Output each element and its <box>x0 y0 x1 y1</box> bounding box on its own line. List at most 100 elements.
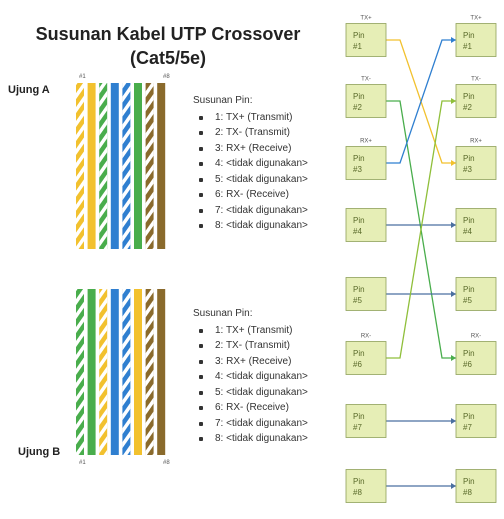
end-b-marker-first: #1 <box>79 460 86 466</box>
left-pin-tag: RX- <box>361 334 371 340</box>
left-pin-label: Pin <box>353 349 365 358</box>
pinlist-b-item: 5: <tidak digunakan> <box>193 385 308 401</box>
pinlist-a-item: 6: RX- (Receive) <box>193 187 308 203</box>
left-pin-number: #1 <box>353 42 362 51</box>
right-pin-label: Pin <box>463 477 475 486</box>
left-pin-number: #3 <box>353 165 362 174</box>
pinlist-b-item: 8: <tidak digunakan> <box>193 431 308 447</box>
pinlist-a-item: 3: RX+ (Receive) <box>193 141 308 157</box>
right-pin-box: Pin #2 TX- <box>455 77 497 118</box>
right-pin-box: Pin#7 <box>455 404 497 438</box>
right-pin-number: #4 <box>463 227 472 236</box>
pinlist-a-heading: Susunan Pin: <box>193 95 253 106</box>
end-a-wire-3 <box>99 83 108 249</box>
end-b-wire-3 <box>99 289 108 455</box>
left-pin-box: Pin #5 <box>345 277 387 311</box>
end-a-wire-8 <box>157 83 166 249</box>
right-pin-number: #3 <box>463 165 472 174</box>
left-pin-box: Pin#1TX+ <box>345 16 387 57</box>
right-pin-tag: TX- <box>471 77 481 83</box>
pinlist-b-item: 2: TX- (Transmit) <box>193 338 308 354</box>
title-line-1: Susunan Kabel UTP Crossover <box>35 24 301 44</box>
end-a-wire-7 <box>145 83 154 249</box>
end-b-wire-4 <box>110 289 119 455</box>
right-pin-box: Pin #3 RX+ <box>455 139 497 180</box>
left-pin-number: #5 <box>353 296 362 305</box>
connection-line <box>386 222 456 228</box>
end-a-marker-first: #1 <box>79 74 86 80</box>
left-pin-number: #7 <box>353 423 362 432</box>
right-pin-label: Pin <box>463 154 475 163</box>
pinlist-a-item: 4: <tidak digunakan> <box>193 156 308 172</box>
end-a-wire-5 <box>122 83 131 249</box>
pinlist-a-items: 1: TX+ (Transmit) 2: TX- (Transmit) 3: R… <box>193 110 308 234</box>
left-pin-number: #2 <box>353 103 362 112</box>
connection-line <box>386 291 456 297</box>
left-pin-number: #6 <box>353 360 362 369</box>
end-b-wire-5 <box>122 289 131 455</box>
end-a-marker-last: #8 <box>163 74 170 80</box>
pinlist-b-item: 4: <tidak digunakan> <box>193 369 308 385</box>
pinlist-a-item: 1: TX+ (Transmit) <box>193 110 308 126</box>
left-pin-box: Pin #2 TX- <box>345 77 387 118</box>
end-b-wire-7 <box>145 289 154 455</box>
left-pin-label: Pin <box>353 412 365 421</box>
right-pin-box: Pin #8 <box>455 469 497 503</box>
connection-line <box>386 98 456 359</box>
pinlist-b-items: 1: TX+ (Transmit) 2: TX- (Transmit) 3: R… <box>193 323 308 447</box>
pinlist-a-item: 7: <tidak digunakan> <box>193 203 308 219</box>
left-pin-number: #8 <box>353 488 362 497</box>
right-pin-box: Pin #5 <box>455 277 497 311</box>
pinlist-b-item: 3: RX+ (Receive) <box>193 354 308 370</box>
right-pin-tag: RX+ <box>470 139 482 145</box>
right-pin-label: Pin <box>463 92 475 101</box>
right-pin-label: Pin <box>463 285 475 294</box>
right-pin-box: Pin #4 <box>455 208 497 242</box>
left-pin-number: #4 <box>353 227 362 236</box>
right-pin-box: Pin#1TX+ <box>455 16 497 57</box>
left-pin-label: Pin <box>353 477 365 486</box>
right-pin-number: #8 <box>463 488 472 497</box>
right-pin-tag: RX- <box>471 334 481 340</box>
end-a-wire-2 <box>87 83 96 249</box>
left-pin-box: Pin #8 <box>345 469 387 503</box>
left-pin-box: Pin #7 <box>345 404 387 438</box>
left-pin-label: Pin <box>353 216 365 225</box>
end-a-wire-4 <box>110 83 119 249</box>
end-a-wire-6 <box>134 83 142 249</box>
right-pin-number: #6 <box>463 360 472 369</box>
right-pin-number: #5 <box>463 296 472 305</box>
pinlist-a-item: 8: <tidak digunakan> <box>193 218 308 234</box>
end-b-marker-last: #8 <box>163 460 170 466</box>
left-pin-label: Pin <box>353 92 365 101</box>
right-pin-number: #2 <box>463 103 472 112</box>
end-a-wires <box>76 83 166 249</box>
diagram-title: Susunan Kabel UTP Crossover (Cat5/5e) <box>18 22 318 70</box>
right-pin-label: Pin <box>463 216 475 225</box>
end-a-label: Ujung A <box>8 84 50 96</box>
left-pin-tag: TX+ <box>360 16 372 22</box>
right-pin-tag: TX+ <box>470 16 482 22</box>
pinlist-b-item: 1: TX+ (Transmit) <box>193 323 308 339</box>
left-pin-box: Pin #4 <box>345 208 387 242</box>
right-pin-box: Pin#6RX- <box>455 334 497 375</box>
left-pin-label: Pin <box>353 285 365 294</box>
title-line-2: (Cat5/5e) <box>129 48 207 68</box>
end-b-wire-6 <box>134 289 142 455</box>
left-pin-box: Pin #6 RX- <box>345 334 387 375</box>
left-pin-tag: RX+ <box>360 139 372 145</box>
end-a-wire-1 <box>76 83 84 249</box>
end-b-wires <box>76 289 166 455</box>
pinlist-b-item: 6: RX- (Receive) <box>193 400 308 416</box>
left-pin-label: Pin <box>353 154 365 163</box>
pinlist-a-item: 2: TX- (Transmit) <box>193 125 308 141</box>
pinlist-b-heading: Susunan Pin: <box>193 308 253 319</box>
right-pin-label: Pin <box>463 31 475 40</box>
left-pin-box: Pin #3 RX+ <box>345 139 387 180</box>
end-b-label: Ujung B <box>18 446 61 458</box>
end-b-wire-1 <box>76 289 84 455</box>
left-pin-tag: TX- <box>361 77 371 83</box>
connection-line <box>386 418 456 424</box>
pinlist-a-item: 5: <tidak digunakan> <box>193 172 308 188</box>
end-b-wire-2 <box>87 289 96 455</box>
